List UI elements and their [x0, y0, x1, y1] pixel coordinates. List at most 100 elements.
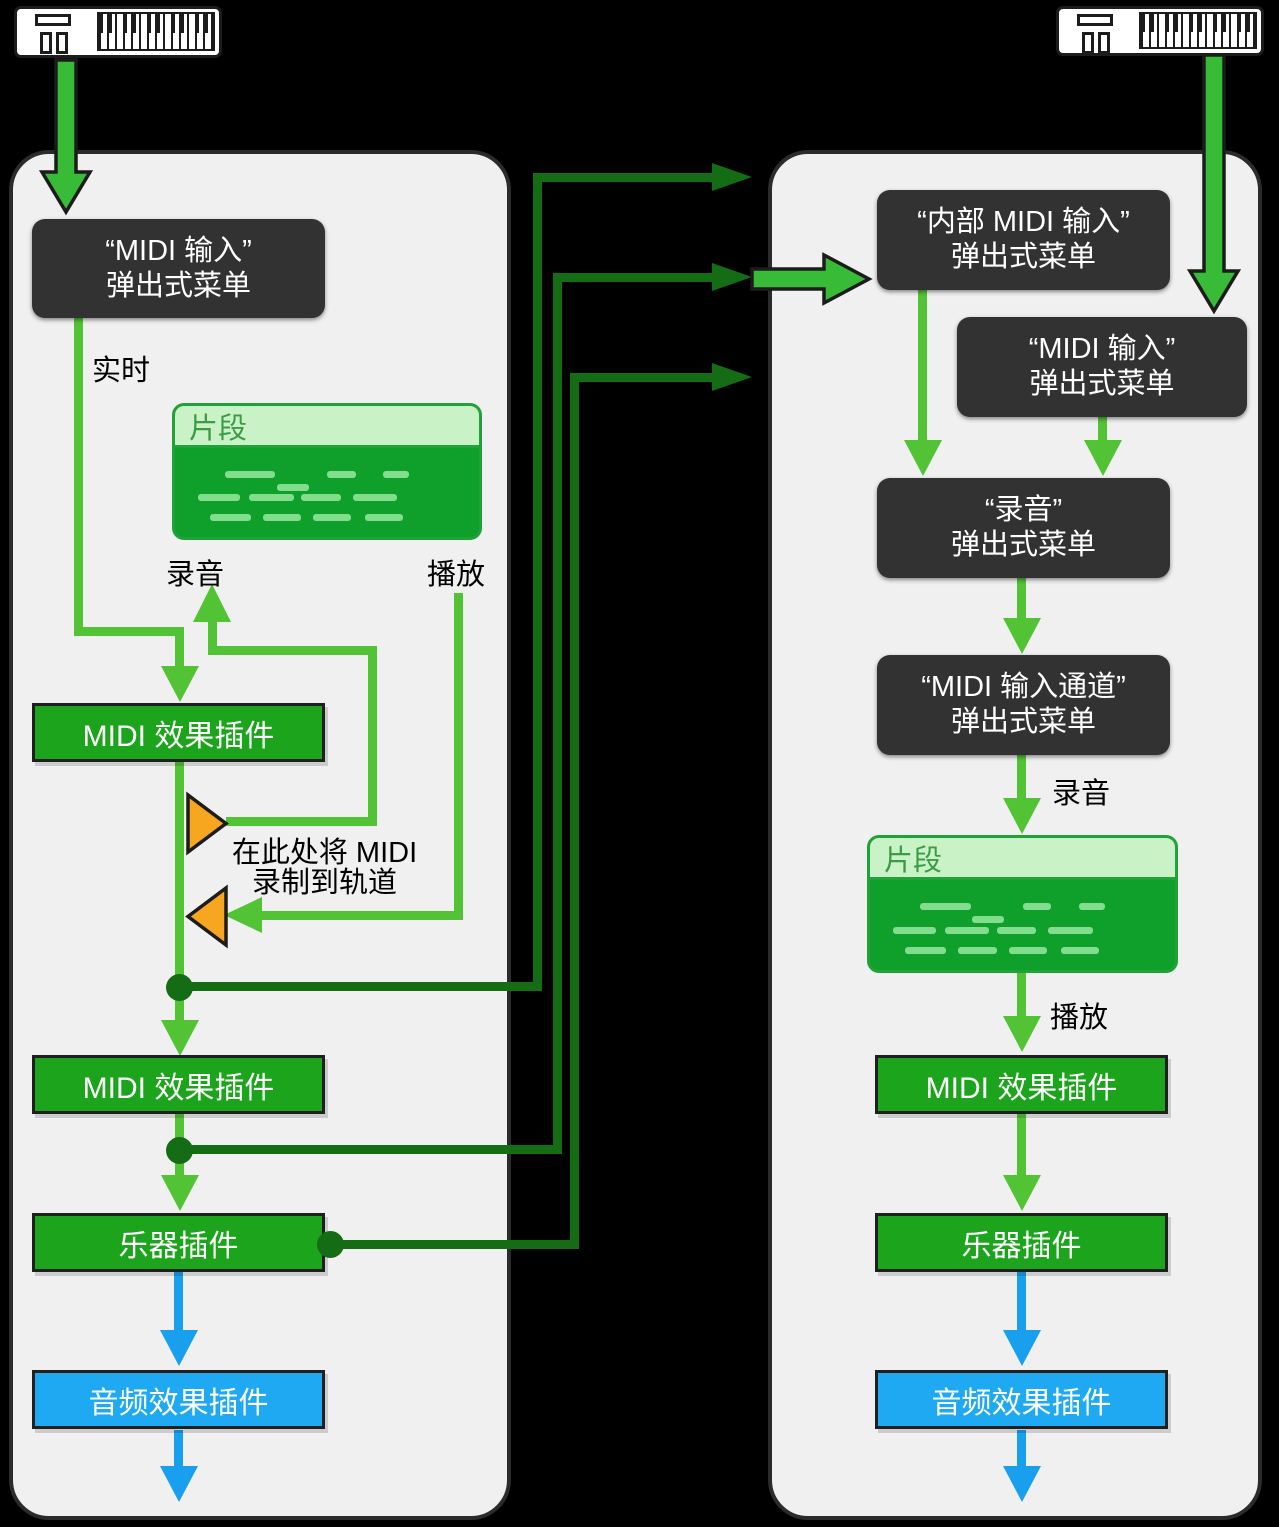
play-label-left: 播放 [427, 559, 486, 591]
menu-label-line1: “MIDI 输入” [1028, 333, 1176, 365]
midi-note [1022, 903, 1052, 911]
realtime-line [74, 627, 184, 636]
midi-note [920, 903, 971, 911]
audio-arrowhead-right-1 [1003, 1330, 1041, 1366]
internal-midi-arrowhead-3 [712, 363, 752, 391]
audio-arrowhead-left-2 [160, 1466, 198, 1502]
play-label-right: 播放 [1050, 1002, 1109, 1034]
channel-to-region-arrowhead [1003, 798, 1041, 834]
midi-region-left: 片段 [172, 403, 482, 540]
keyboard-display [35, 14, 71, 26]
instrument-output-dot [317, 1231, 344, 1258]
menu-label-line2: 弹出式菜单 [105, 269, 251, 302]
midifx-to-instrument-arrowhead [1003, 1175, 1041, 1211]
menu-label-line1: “内部 MIDI 输入” [917, 206, 1130, 238]
playback-line [262, 911, 463, 920]
region-to-midifx-arrowhead [1003, 1016, 1041, 1052]
internal-midi-line-2 [553, 273, 562, 1154]
menu-label-line2: 弹出式菜单 [1029, 368, 1175, 400]
midi-region-right: 片段 [867, 835, 1178, 973]
midi-note [327, 471, 356, 479]
record-label-right: 录音 [1052, 778, 1111, 810]
record-to-track-note: 在此处将 MIDI 录制到轨道 [212, 838, 437, 898]
record-arrowhead [193, 584, 231, 622]
midi-note [249, 494, 294, 502]
midi-input-popup-menu-right: “MIDI 输入” 弹出式菜单 [957, 317, 1247, 417]
keyboard-input-arrow-left [38, 58, 94, 216]
menu-label-line1: “MIDI 输入” [105, 234, 252, 267]
region-notes [870, 880, 1175, 970]
record-tap-line [368, 650, 377, 826]
midi-note [905, 946, 947, 954]
menu-label-line1: “MIDI 输入通道” [921, 671, 1126, 703]
menu-label-line2: 弹出式菜单 [950, 529, 1096, 561]
region-title: 片段 [870, 838, 1175, 880]
audio-fx-plugin-box-right: 音频效果插件 [875, 1370, 1168, 1429]
record-to-channel-arrowhead [1003, 618, 1041, 654]
internal-midi-arrowhead-2 [712, 263, 752, 291]
midi-note [1008, 946, 1047, 954]
midi-fx-plugin-box-2: MIDI 效果插件 [32, 1055, 325, 1114]
region-to-midifx-line [1017, 973, 1026, 1018]
record-tap-line [226, 817, 376, 826]
audio-out-line-right [1017, 1430, 1026, 1468]
midifx-to-instrument-line [1017, 1113, 1026, 1177]
menu-label-line1: “录音” [984, 494, 1063, 526]
channel-line [175, 762, 184, 1022]
midi-note [958, 946, 997, 954]
signal-junction-dot-2 [166, 1137, 193, 1164]
audio-line-left [174, 1272, 183, 1332]
midi-input-to-record-arrowhead [1084, 440, 1122, 476]
midi-input-channel-popup-menu: “MIDI 输入通道” 弹出式菜单 [877, 655, 1170, 755]
internal-input-to-record-line [918, 290, 927, 442]
internal-midi-line-3 [570, 373, 713, 382]
midi-note [225, 471, 276, 479]
midi-note [383, 471, 410, 479]
midi-note [197, 494, 241, 502]
midi-note [276, 483, 309, 491]
midi-fx-plugin-box-right: MIDI 效果插件 [875, 1055, 1168, 1114]
midi-input-to-record-line [1098, 417, 1107, 442]
internal-midi-line-1 [533, 173, 542, 991]
midi-note [996, 926, 1037, 934]
keyboard-keys [1139, 12, 1257, 49]
audio-line-right [1017, 1272, 1026, 1332]
midi-note [1078, 903, 1105, 911]
internal-midi-arrowhead-1 [712, 163, 752, 191]
keyboard-display [1077, 14, 1113, 26]
record-tap-line [208, 646, 377, 655]
internal-midi-line-1 [180, 982, 542, 991]
menu-label-line2: 弹出式菜单 [950, 241, 1096, 273]
internal-input-arrow [750, 252, 873, 306]
audio-arrowhead-right-2 [1003, 1466, 1041, 1502]
instrument-plugin-box-right: 乐器插件 [875, 1213, 1168, 1272]
playback-arrowhead [224, 897, 262, 933]
instrument-plugin-box-left: 乐器插件 [32, 1213, 325, 1272]
audio-fx-plugin-box-left: 音频效果插件 [32, 1370, 325, 1429]
midi-note [313, 513, 352, 521]
midi-note [1060, 946, 1099, 954]
record-popup-menu: “录音” 弹出式菜单 [877, 478, 1170, 578]
midi-note [209, 513, 251, 521]
audio-out-line-left [174, 1430, 183, 1468]
midi-note [944, 926, 989, 934]
keyboard-keys [97, 12, 215, 51]
region-notes [175, 448, 479, 537]
keyboard-input-arrow-right [1186, 53, 1242, 315]
midi-keyboard-icon-right [1056, 6, 1264, 56]
playback-merge-connector [185, 884, 228, 949]
internal-midi-line-3 [325, 1240, 579, 1249]
midi-note [972, 916, 1005, 923]
keyboard-wheel [1098, 32, 1110, 54]
internal-midi-line-2 [180, 1145, 562, 1154]
audio-arrowhead-left-1 [160, 1330, 198, 1366]
keyboard-wheel [1082, 32, 1094, 54]
midi-keyboard-icon-left [14, 6, 222, 58]
playback-line [454, 593, 463, 916]
internal-midi-line-1 [533, 173, 713, 182]
keyboard-wheel [56, 32, 68, 54]
record-note-line2: 录制到轨道 [251, 867, 397, 899]
internal-input-to-record-arrowhead [904, 440, 942, 476]
channel-to-region-line [1017, 755, 1026, 800]
